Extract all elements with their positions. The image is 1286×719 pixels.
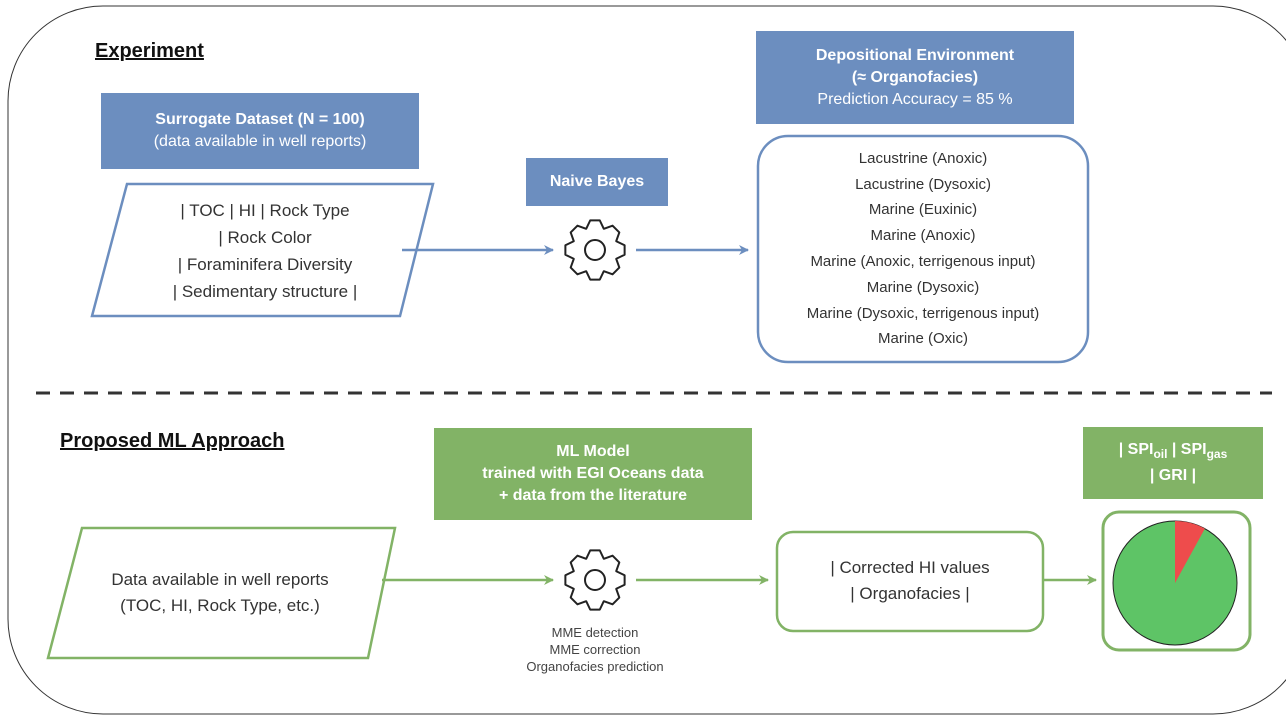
outer-frame (7, 5, 1286, 715)
caption-line: MME detection (551, 625, 639, 640)
input-line: | Sedimentary structure | (172, 282, 358, 301)
input-line: | Foraminifera Diversity (177, 255, 353, 274)
gear-caption: MME detection MME correction Organofacie… (470, 624, 720, 675)
ml-model-line: trained with EGI Oceans data (482, 465, 704, 482)
class-item: Lacustrine (Anoxic) (858, 149, 988, 167)
gear-icon (564, 219, 626, 281)
ml-model-box: ML Model trained with EGI Oceans data + … (434, 428, 752, 520)
input-line: | Rock Color (218, 228, 312, 247)
spi-gri-box: | SPIoil | SPIgas | GRI | (1083, 427, 1263, 499)
input-line: (TOC, HI, Rock Type, etc.) (120, 596, 320, 615)
gear-icon (564, 549, 626, 611)
surrogate-dataset-box: Surrogate Dataset (N = 100) (data availa… (101, 93, 419, 169)
prediction-accuracy: Prediction Accuracy = 85 % (817, 90, 1013, 108)
proposed-input-parallelogram (46, 526, 397, 660)
experiment-heading: Experiment (95, 40, 204, 62)
surrogate-title: Surrogate Dataset (N = 100) (155, 111, 365, 128)
inputs-parallelogram (90, 182, 435, 318)
output-line: | Organofacies | (850, 584, 970, 603)
output-text: | Corrected HI values | Organofacies | (779, 548, 1041, 614)
class-item: Marine (Anoxic) (870, 227, 976, 245)
depositional-subtitle: (≈ Organofacies) (851, 68, 979, 86)
ml-model-line: + data from the literature (498, 487, 688, 504)
caption-line: Organofacies prediction (526, 659, 664, 674)
depositional-environment-box: Depositional Environment (≈ Organofacies… (756, 31, 1074, 124)
gear-hole (584, 239, 606, 261)
classes-box (756, 134, 1090, 364)
oil-subscript: oil (1153, 447, 1168, 462)
gear-outline (564, 549, 626, 611)
depositional-title: Depositional Environment (815, 46, 1015, 64)
class-item: Marine (Anoxic, terrigenous input) (810, 253, 1036, 270)
gear-outline (564, 219, 626, 281)
naive-bayes-label: Naive Bayes (526, 158, 668, 206)
pie-slice-red (1175, 521, 1205, 583)
class-item: Marine (Oxic) (877, 330, 968, 348)
output-line: | Corrected HI values (830, 558, 990, 577)
class-item: Lacustrine (Dysoxic) (855, 175, 991, 193)
class-item: Marine (Dysoxic) (866, 278, 980, 296)
class-item: Marine (Euxinic) (868, 201, 978, 219)
ml-model-line: ML Model (556, 443, 630, 460)
spi-line: | SPIoil | SPIgas (1119, 439, 1228, 465)
class-item: Marine (Dysoxic, terrigenous input) (806, 304, 1040, 322)
input-line: Data available in well reports (111, 570, 329, 589)
output-box (775, 530, 1045, 633)
gas-subscript: gas (1206, 447, 1228, 462)
proposed-heading: Proposed ML Approach (60, 430, 285, 452)
spi-gas-label: | SPI (1167, 440, 1207, 458)
surrogate-subtitle: (data available in well reports) (153, 133, 367, 150)
caption-line: MME correction (549, 642, 641, 657)
classes-list: Lacustrine (Anoxic) Lacustrine (Dysoxic)… (760, 145, 1086, 353)
spi-oil-label: | SPI (1118, 440, 1154, 458)
inputs-list: | TOC | HI | Rock Type | Rock Color | Fo… (110, 196, 420, 306)
spi-pie-chart (1112, 520, 1238, 646)
gear-hole (584, 569, 606, 591)
proposed-input-text: Data available in well reports (TOC, HI,… (70, 560, 370, 626)
gri-label: | GRI | (1149, 467, 1197, 485)
input-line: | TOC | HI | Rock Type (180, 201, 350, 220)
